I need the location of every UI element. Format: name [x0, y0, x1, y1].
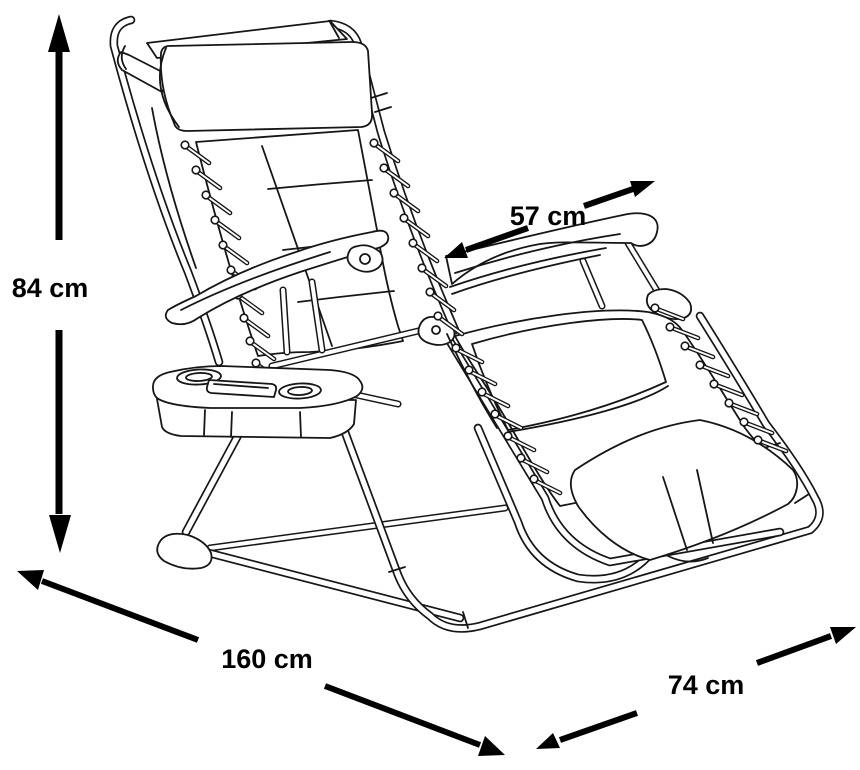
left-foot — [156, 532, 213, 570]
arrow-down-head — [49, 515, 71, 553]
length-label: 160 cm — [221, 644, 313, 674]
side-tray — [152, 365, 402, 439]
tray-phone-slot — [205, 379, 278, 398]
seat-frame-main-tube — [331, 311, 824, 633]
dimension-width: 57 cm — [444, 181, 655, 258]
dimension-length: 160 cm — [17, 570, 505, 756]
chair-illustration — [109, 15, 824, 633]
arrow-up-head — [48, 14, 70, 52]
backrest-right-rail — [325, 19, 460, 335]
height-label: 84 cm — [12, 273, 89, 303]
headrest-pillow — [159, 41, 373, 132]
base-frame — [200, 504, 509, 623]
seat-left-rail — [438, 325, 785, 567]
dimension-height: 84 cm — [12, 14, 89, 553]
legrest-cushion — [569, 419, 799, 563]
left-armrest — [164, 229, 390, 356]
depth-label: 74 cm — [668, 670, 745, 700]
width-label: 57 cm — [510, 201, 587, 231]
front-left-leg — [181, 423, 247, 537]
dimension-depth: 74 cm — [536, 627, 856, 749]
tray-cup-holder-right — [278, 382, 322, 400]
seat-front-tube — [268, 323, 439, 370]
